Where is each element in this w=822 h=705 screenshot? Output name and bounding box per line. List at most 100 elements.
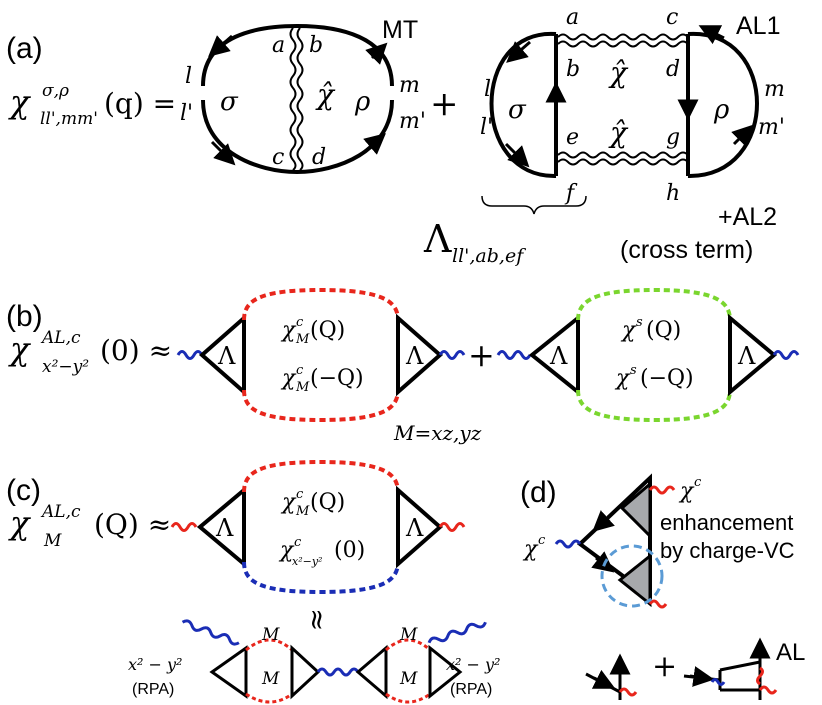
al-label-d: d	[666, 57, 680, 82]
al-label-rho: ρ	[713, 95, 730, 125]
panel-d-red-external-bottom	[648, 599, 668, 609]
chain-tri-1	[209, 645, 248, 699]
panel-b-chi-bot: χ	[280, 366, 297, 391]
al-wavy-bottom-2	[557, 158, 689, 166]
panel-d-note-line2: by charge-VC	[660, 538, 795, 563]
mt-arrow-lower-left	[210, 140, 236, 166]
panel-b-label: (b)	[6, 300, 43, 333]
mt-label-sigma: σ	[220, 87, 239, 117]
panel-b-triangle-right	[396, 313, 444, 397]
panel-a-lhs-sub: ll',mm'	[40, 109, 98, 129]
panel-b-triangle-left-2	[528, 313, 580, 397]
mt-arrow-upper-right	[365, 42, 388, 65]
panel-c-lhs-chi: χ	[8, 504, 31, 542]
mt-label-a: a	[272, 33, 285, 58]
chain-right-label: x² − y²	[446, 655, 500, 674]
al2-title: +AL2	[718, 203, 777, 231]
al-label-g: g	[666, 125, 680, 150]
panel-b-lhs-chi: χ	[8, 330, 31, 368]
chain-m-1: M	[261, 625, 280, 645]
panel-b-chi-bot-sub: M	[295, 380, 310, 395]
panel-b-triangle-right-2	[728, 313, 778, 397]
mt-arrow-upper-left	[208, 34, 233, 57]
panel-b-chi-top-arg: (Q)	[310, 318, 345, 343]
panel-d-red-external-top	[648, 485, 676, 495]
al-label-sigma: σ	[508, 95, 527, 125]
panel-d-label: (d)	[520, 476, 557, 509]
mt-label-rho: ρ	[354, 87, 371, 117]
chain-tri-3	[355, 644, 388, 700]
panel-c-chi-top: χ	[280, 490, 297, 515]
mt-label-b: b	[309, 33, 323, 58]
cross-term-label: (cross term)	[620, 236, 753, 264]
chain-m-2: M	[261, 669, 280, 689]
panel-b-green-wavy-top	[576, 287, 732, 321]
panel-c-blue-wavy-bottom	[242, 561, 400, 595]
panel-b-blue-external-right	[438, 350, 466, 360]
panel-c-triangle-right	[396, 485, 444, 569]
mt-label-lprime: l'	[180, 101, 193, 126]
panel-c-rpa-chain: M M M M x² − y² x² − y² (RPA) (RPA)	[128, 619, 500, 704]
panel-c-red-external-left	[170, 522, 198, 532]
al-label-c: c	[666, 5, 678, 30]
panel-c-lambda-2: Λ	[405, 514, 424, 542]
chain-red-bubble-2-top	[384, 638, 432, 652]
panel-d-small-al	[683, 637, 778, 700]
al-left-arrow-upper	[506, 40, 531, 63]
small-al-top-line	[719, 660, 761, 672]
small-al-blue	[710, 678, 726, 686]
small-al-red-out	[758, 685, 778, 695]
panel-c-lhs-arg: (Q) ≈	[94, 508, 171, 541]
panel-d-shaded-triangle-bottom	[617, 552, 652, 608]
panel-c-chi-bot-arg: (0)	[334, 538, 365, 563]
panel-b-charge-bubble: Λ Λ χ c M (Q) χ c M (−Q)	[176, 287, 466, 423]
panel-a-lhs: χ σ,ρ ll',mm' (q) =	[8, 81, 176, 129]
panel-c-chi-top-arg: (Q)	[310, 490, 345, 515]
panel-b-lambda-4: Λ	[737, 342, 756, 370]
al-label-l: l	[484, 77, 491, 102]
panel-d-chi-c-top-sup: c	[694, 475, 702, 490]
al-label-f: f	[564, 181, 578, 206]
panel-c-label: (c)	[6, 474, 41, 507]
panel-d-note-line1: enhancement	[660, 510, 793, 535]
panel-c: (c) χ AL,c M (Q) ≈ Λ Λ χ c M (Q) χ c x²−…	[6, 459, 500, 704]
panel-c-chi-bot: χ	[278, 538, 295, 563]
panel-b-lhs-sub: x²−y²	[42, 357, 89, 377]
panel-b-blue-external-left-2	[496, 350, 532, 360]
panel-b-blue-external-right-2	[772, 350, 800, 360]
panel-c-lambda-1: Λ	[215, 514, 234, 542]
al1-title: AL1	[736, 12, 780, 40]
panel-d-arrow-upper	[592, 510, 615, 533]
panel-d-shaded-triangle-top	[619, 480, 652, 540]
chain-blue-middle	[316, 667, 360, 677]
panel-d-blue-external-left	[554, 539, 582, 549]
panel-c-chi-bot-sup: c	[294, 535, 302, 550]
al-right-arrow-lower	[731, 124, 754, 147]
mt-label-l: l	[185, 64, 192, 89]
panel-b-chi-s-top-arg: (Q)	[646, 318, 681, 343]
panel-b-lambda-1: Λ	[217, 342, 236, 370]
chain-tri-4	[428, 644, 463, 700]
panel-c-red-external-right	[438, 522, 466, 532]
panel-d-al-label: AL	[776, 639, 805, 666]
panel-b-lambda-2: Λ	[405, 342, 424, 370]
panel-b-green-wavy-bottom	[576, 389, 732, 423]
chain-red-bubble-2-bottom	[385, 692, 431, 704]
mt-label-chi-hat: χ̂	[315, 78, 336, 111]
panel-b-chi-s-top: χ	[620, 318, 637, 343]
chain-blue-left	[181, 619, 240, 646]
panel-b-lhs: χ AL,c x²−y² (0) ≈	[8, 328, 172, 377]
panel-d: (d) χ c χ c enhancement by charge-VC +	[520, 473, 805, 700]
small-vertex-arrow-diag	[591, 669, 616, 689]
panel-d-plus: +	[652, 649, 677, 684]
panel-b-red-wavy-top	[242, 287, 400, 321]
panel-b-chi-top-sub: M	[295, 332, 310, 347]
al-label-e: e	[566, 125, 579, 150]
mt-label-m: m	[399, 73, 420, 98]
panel-b-lhs-arg: (0) ≈	[100, 334, 172, 367]
chain-m-4: M	[399, 669, 418, 689]
panel-b-m-note: M=xz,yz	[393, 421, 482, 445]
al-wavy-bottom-1	[557, 151, 689, 159]
al-left-arrow-lower	[504, 142, 530, 168]
